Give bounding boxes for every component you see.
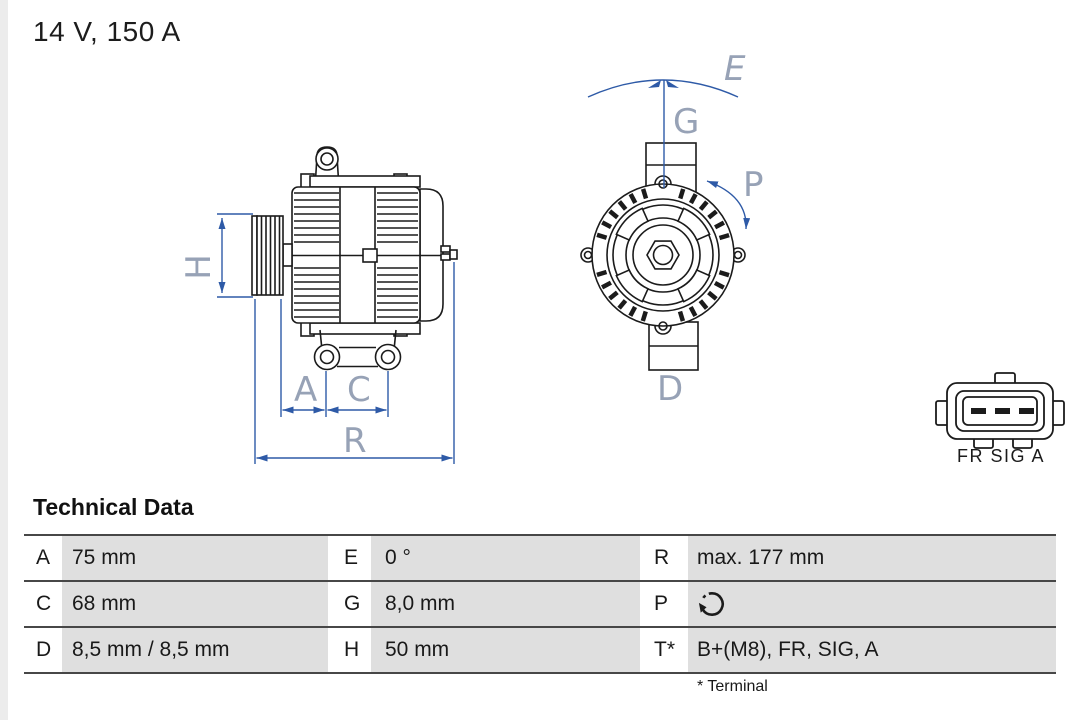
terminal-footnote: * Terminal	[697, 678, 768, 695]
dim-value-R: max. 177 mm	[688, 536, 1056, 580]
dim-value-G: 8,0 mm	[371, 582, 640, 626]
dim-label-H: H	[179, 254, 219, 280]
table-row: A 75 mm E 0 ° R max. 177 mm	[24, 536, 1056, 582]
cooling-fins	[294, 192, 418, 318]
technical-data-table: A 75 mm E 0 ° R max. 177 mm C 68 mm G 8,…	[24, 534, 1056, 674]
alternator-technical-drawing: H A C R	[179, 49, 1065, 466]
dim-key-H: H	[328, 628, 371, 672]
rotation-clockwise-icon	[698, 592, 724, 616]
dim-value-C: 68 mm	[62, 582, 328, 626]
dim-key-E: E	[328, 536, 371, 580]
front-view	[580, 142, 746, 371]
dim-key-G: G	[328, 582, 371, 626]
table-row: D 8,5 mm / 8,5 mm H 50 mm T* B+(M8), FR,…	[24, 628, 1056, 674]
dim-label-A: A	[294, 370, 317, 410]
dim-key-D: D	[24, 628, 62, 672]
dim-value-H: 50 mm	[371, 628, 640, 672]
dim-key-P: P	[640, 582, 688, 626]
table-heading: Technical Data	[33, 494, 194, 520]
mount-bracket-bottom	[313, 329, 402, 371]
rotation-arrow-P	[706, 180, 751, 230]
dim-value-D: 8,5 mm / 8,5 mm	[62, 628, 328, 672]
pulley	[251, 215, 284, 296]
side-view-dimensions	[217, 213, 455, 464]
dim-key-C: C	[24, 582, 62, 626]
side-view	[251, 146, 458, 371]
dim-label-C: C	[347, 370, 371, 410]
b-plus-terminal	[440, 245, 458, 261]
dim-label-P: P	[743, 165, 764, 205]
table-row: C 68 mm G 8,0 mm P	[24, 582, 1056, 628]
dim-key-T: T*	[640, 628, 688, 672]
connector-label: FR SIG A	[957, 446, 1045, 466]
front-view-dimensions	[587, 79, 751, 230]
dim-key-R: R	[640, 536, 688, 580]
dim-value-P	[688, 582, 1056, 626]
page-edge-strip	[0, 0, 8, 720]
dim-label-D: D	[657, 369, 683, 409]
bearing-pads	[615, 207, 711, 303]
dim-label-G: G	[673, 102, 699, 142]
dim-value-A: 75 mm	[62, 536, 328, 580]
connector-plug	[935, 372, 1065, 449]
angle-arc-arrows	[648, 80, 679, 88]
dim-label-R: R	[343, 421, 367, 461]
dim-value-T: B+(M8), FR, SIG, A	[688, 628, 1056, 672]
dim-value-E: 0 °	[371, 536, 640, 580]
angle-arc-E	[587, 79, 739, 98]
dim-key-A: A	[24, 536, 62, 580]
dim-label-E: E	[724, 49, 746, 89]
rating-title: 14 V, 150 A	[33, 16, 181, 47]
connector-pins	[971, 408, 1034, 414]
